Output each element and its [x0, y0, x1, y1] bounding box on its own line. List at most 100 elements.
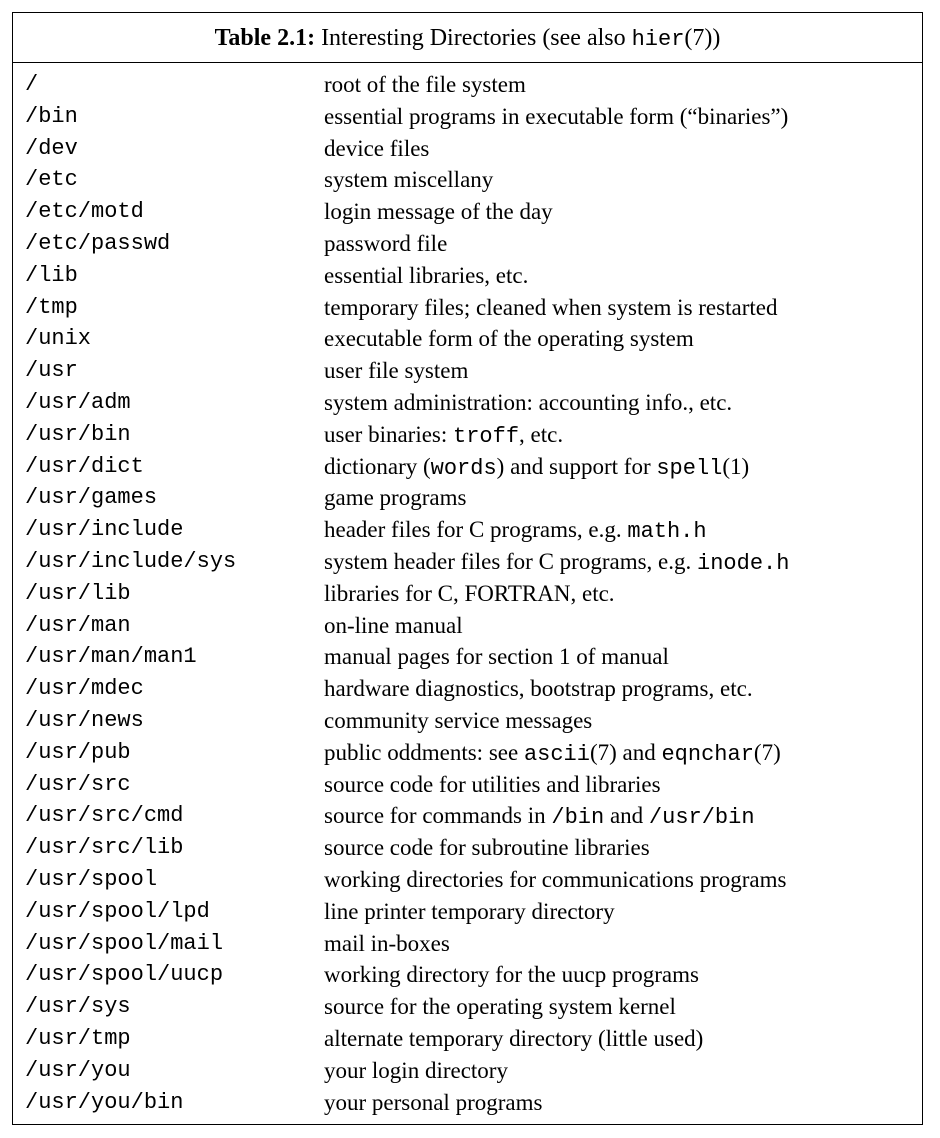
directory-path: /dev [25, 135, 78, 161]
table-title-suffix: (7)) [684, 25, 721, 51]
table-row: /usr/dict dictionary (words) and support … [13, 451, 922, 483]
directory-description: system administration: accounting info.,… [324, 389, 732, 417]
description-text: alternate temporary directory (little us… [324, 1025, 704, 1051]
directory-description: essential programs in executable form (“… [324, 103, 788, 131]
directory-path: /unix [25, 326, 92, 352]
directory-description: essential libraries, etc. [324, 262, 528, 290]
directory-description: password file [324, 230, 447, 258]
description-text: community service messages [324, 707, 593, 733]
directory-path: /usr/spool [25, 866, 158, 892]
directory-description: source for commands in /bin and /usr/bin [324, 802, 755, 832]
table-title-code: hier [631, 27, 685, 52]
directory-path: /usr/dict [25, 453, 144, 479]
table-row: /usr/you your login directory [13, 1055, 922, 1087]
description-text: ) and support for [496, 453, 657, 479]
description-text: source code for subroutine libraries [324, 835, 650, 861]
directory-path: /usr/include [25, 517, 184, 543]
description-code: ascii [523, 741, 590, 767]
description-text: dictionary ( [324, 453, 431, 479]
directory-description: working directory for the uucp programs [324, 961, 699, 989]
description-code: inode.h [697, 550, 790, 576]
description-text: header files for C programs, e.g. [324, 517, 628, 543]
directory-path: /usr/adm [25, 389, 131, 415]
table-title-text: Interesting Directories (see also [321, 25, 632, 51]
description-text: user file system [324, 358, 469, 384]
directory-description: community service messages [324, 707, 592, 735]
description-text: login message of the day [324, 199, 553, 225]
description-text: temporary files; cleaned when system is … [324, 294, 778, 320]
table-row: /usr/bin user binaries: troff, etc. [13, 419, 922, 451]
directory-description: source for the operating system kernel [324, 993, 676, 1021]
directory-description: your login directory [324, 1057, 508, 1085]
directory-description: system header files for C programs, e.g.… [324, 548, 789, 578]
directory-path: /usr/lib [25, 580, 131, 606]
directory-description: source code for utilities and libraries [324, 771, 661, 799]
description-text: and [604, 803, 649, 829]
directory-description: mail in-boxes [324, 930, 450, 958]
directory-path: /usr/news [25, 707, 144, 733]
directory-path: /etc [25, 167, 78, 193]
directory-description: user binaries: troff, etc. [324, 421, 563, 451]
description-text: system header files for C programs, e.g. [324, 548, 698, 574]
description-text: your login directory [324, 1057, 508, 1083]
directory-description: header files for C programs, e.g. math.h [324, 516, 707, 546]
description-text: public oddments: see [324, 739, 524, 765]
table-row: /etc/motd login message of the day [13, 196, 922, 228]
table-row: /usr/news community service messages [13, 705, 922, 737]
directory-path: /tmp [25, 294, 78, 320]
directory-description: dictionary (words) and support for spell… [324, 453, 749, 483]
description-code: spell [656, 455, 723, 481]
directory-description: source code for subroutine libraries [324, 834, 650, 862]
directory-path: /usr/bin [25, 421, 131, 447]
directory-description: hardware diagnostics, bootstrap programs… [324, 675, 753, 703]
table-label: Table 2.1: [214, 25, 316, 51]
directory-path: /etc/motd [25, 199, 144, 225]
directory-path: /usr/src/cmd [25, 803, 184, 829]
directory-description: device files [324, 135, 429, 163]
directory-description: your personal programs [324, 1089, 542, 1117]
description-code: eqnchar [661, 741, 754, 767]
directory-description: temporary files; cleaned when system is … [324, 294, 777, 322]
table-caption: Table 2.1: Interesting Directories (see … [13, 24, 922, 54]
directory-description: alternate temporary directory (little us… [324, 1025, 703, 1053]
description-text: on-line manual [324, 612, 463, 638]
table-row: /usr/adm system administration: accountin… [13, 387, 922, 419]
directory-path: /usr/man/man1 [25, 644, 197, 670]
directory-path: /usr/games [25, 485, 158, 511]
description-text: user binaries: [324, 421, 454, 447]
description-text: working directory for the uucp programs [324, 962, 699, 988]
table-row: /usr/spool/lpd line printer temporary dir… [13, 896, 922, 928]
description-text: system miscellany [324, 167, 494, 193]
caption-divider [13, 62, 922, 63]
description-text: line printer temporary directory [324, 898, 615, 924]
table-row: /root of the file system [13, 69, 922, 101]
table-row: /usr/src/cmd source for commands in /bin … [13, 800, 922, 832]
directory-description: executable form of the operating system [324, 325, 694, 353]
directory-description: root of the file system [324, 71, 526, 99]
table-row: /tmp temporary files; cleaned when system… [13, 292, 922, 324]
description-text: device files [324, 135, 430, 161]
directory-description: public oddments: see ascii(7) and eqncha… [324, 739, 781, 769]
description-text: executable form of the operating system [324, 326, 694, 352]
description-text: source code for utilities and libraries [324, 771, 661, 797]
directory-description: on-line manual [324, 612, 463, 640]
directory-description: manual pages for section 1 of manual [324, 643, 669, 671]
description-code: /usr/bin [648, 805, 755, 831]
directory-path: /usr/spool/lpd [25, 898, 210, 924]
description-text: , etc. [519, 421, 564, 447]
directory-path: /usr/src/lib [25, 835, 184, 861]
directory-path: /usr/you [25, 1057, 131, 1083]
table-row: /etc system miscellany [13, 164, 922, 196]
